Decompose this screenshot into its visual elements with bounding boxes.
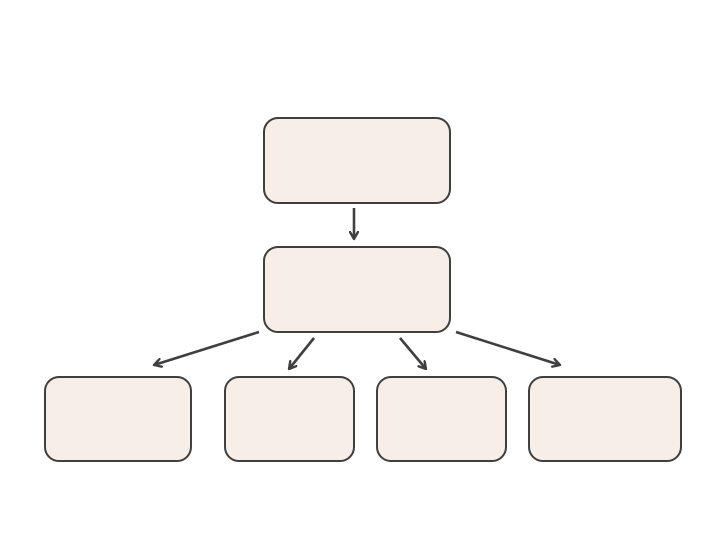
node-leaf-4 [528,376,682,462]
node-middle [263,246,451,333]
node-leaf-1 [44,376,192,462]
node-middle-box [263,246,451,333]
node-leaf-3-box [376,376,507,462]
nodes-layer [44,117,682,462]
node-leaf-2 [224,376,355,462]
edge-middle-to-leaf-2 [289,337,316,369]
node-leaf-1-box [44,376,192,462]
edge-middle-to-leaf-3 [399,337,426,369]
node-root-box [263,117,451,204]
edges-layer [154,208,560,369]
edge-middle-to-leaf-4 [455,330,560,365]
node-leaf-3 [376,376,507,462]
node-leaf-4-box [528,376,682,462]
edge-middle-to-leaf-1 [154,330,260,365]
node-leaf-2-box [224,376,355,462]
node-root [263,117,451,204]
